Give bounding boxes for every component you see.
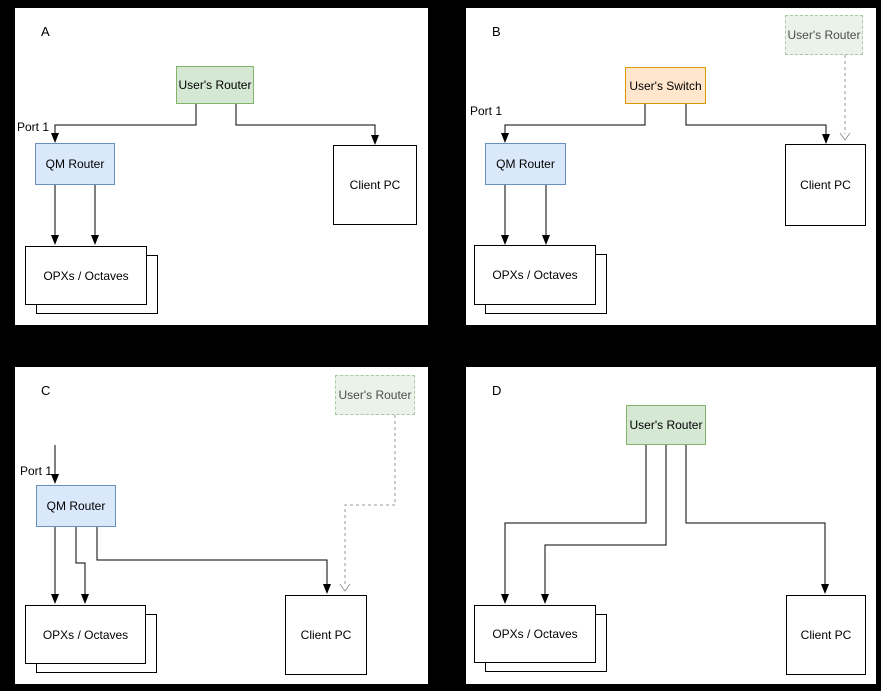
opxs-octaves-label: OPXs / Octaves xyxy=(42,627,129,642)
panel-d: D User's Router Client PC OPXs / Octaves xyxy=(466,367,876,684)
opxs-octaves-node: OPXs / Octaves xyxy=(474,605,596,663)
client-pc-node: Client PC xyxy=(786,595,866,675)
users-router-label: User's Router xyxy=(178,78,252,92)
opxs-octaves-node: OPXs / Octaves xyxy=(474,245,596,305)
qm-router-label: QM Router xyxy=(45,157,105,171)
opxs-octaves-label: OPXs / Octaves xyxy=(43,268,129,283)
panel-c: C User's Router Port 1 QM Router Client … xyxy=(15,367,428,684)
panel-b-label: B xyxy=(492,24,501,39)
client-pc-node: Client PC xyxy=(333,145,417,225)
client-pc-label: Client PC xyxy=(300,628,352,642)
qm-router-node: QM Router xyxy=(36,485,116,527)
users-router-node: User's Router xyxy=(176,66,254,104)
panel-b: B User's Router User's Switch Port 1 QM … xyxy=(466,8,876,325)
qm-router-node: QM Router xyxy=(485,143,566,185)
qm-router-label: QM Router xyxy=(496,157,555,171)
opxs-octaves-label: OPXs / Octaves xyxy=(492,268,578,282)
client-pc-node: Client PC xyxy=(785,144,866,226)
users-switch-label: User's Switch xyxy=(629,78,702,93)
qm-router-label: QM Router xyxy=(46,499,106,513)
users-router-faded-node: User's Router xyxy=(335,375,415,415)
panel-a: A User's Router Port 1 QM Router Client … xyxy=(15,8,428,325)
client-pc-label: Client PC xyxy=(349,178,401,192)
qm-router-node: QM Router xyxy=(35,143,115,185)
client-pc-label: Client PC xyxy=(800,628,852,642)
opxs-octaves-node: OPXs / Octaves xyxy=(25,605,146,664)
users-switch-node: User's Switch xyxy=(625,67,706,104)
users-router-node: User's Router xyxy=(626,405,706,445)
port-1-label: Port 1 xyxy=(17,120,50,134)
users-router-faded-label: User's Router xyxy=(338,388,412,402)
panel-a-label: A xyxy=(41,24,50,39)
port-1-label: Port 1 xyxy=(20,464,53,478)
client-pc-label: Client PC xyxy=(800,178,851,192)
opxs-octaves-node: OPXs / Octaves xyxy=(25,246,147,305)
panel-d-label: D xyxy=(492,383,502,398)
client-pc-node: Client PC xyxy=(285,595,367,675)
users-router-faded-node: User's Router xyxy=(785,15,863,55)
panel-c-label: C xyxy=(41,383,51,398)
users-router-label: User's Router xyxy=(629,418,703,432)
users-router-faded-label: User's Router xyxy=(787,28,861,42)
port-1-label: Port 1 xyxy=(470,104,503,118)
opxs-octaves-label: OPXs / Octaves xyxy=(492,627,578,641)
